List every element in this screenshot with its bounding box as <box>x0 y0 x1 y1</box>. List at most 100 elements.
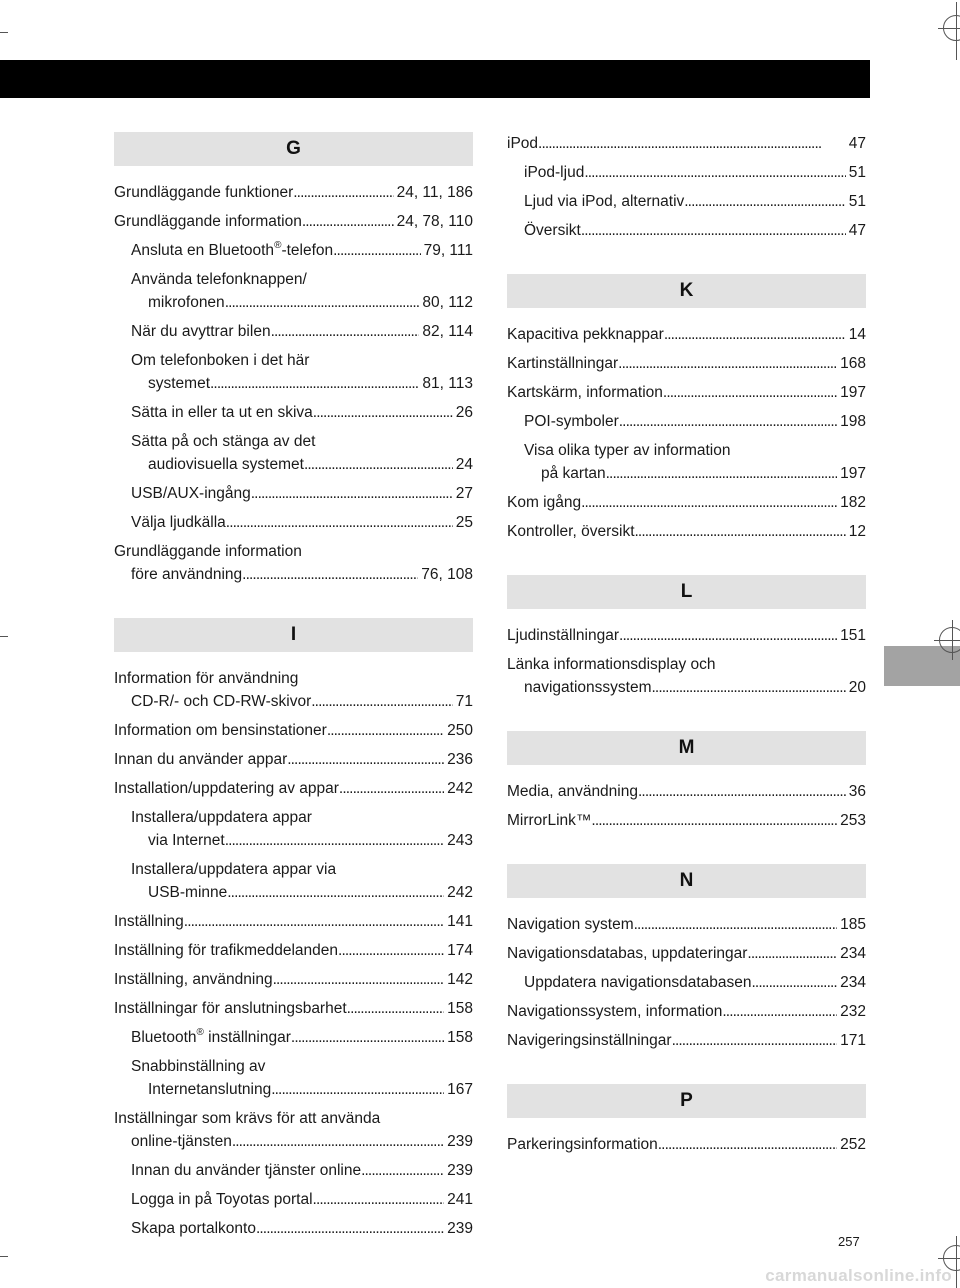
index-entry: Kapacitiva pekknappar14 <box>507 323 866 346</box>
dot-leader <box>339 777 444 800</box>
index-subentry: Logga in på Toyotas portal241 <box>131 1188 473 1211</box>
index-subentry: Uppdatera navigationsdatabasen234 <box>524 971 866 994</box>
entry-text: via Internet <box>148 829 225 852</box>
index-subentry: Sätta in eller ta ut en skiva26 <box>131 401 473 424</box>
index-subentry: Översikt47 <box>524 219 866 242</box>
entry-text: före användning <box>131 563 242 586</box>
dot-leader <box>304 453 453 476</box>
page-reference: 239 <box>447 1162 473 1179</box>
index-entry: Inställningar för anslutningsbarhet158 <box>114 997 473 1020</box>
entry-text: Översikt <box>524 219 581 242</box>
entry-text-part: audiovisuella systemet <box>148 456 304 473</box>
dot-leader <box>672 1029 838 1052</box>
index-entry: iPod47 <box>507 132 866 155</box>
page-reference: 234 <box>840 945 866 962</box>
index-entry: Ljudinställningar151 <box>507 624 866 647</box>
section-spacer <box>507 838 866 864</box>
dot-leader <box>256 1217 444 1240</box>
page-reference: 47 <box>848 135 866 152</box>
entry-text: Innan du använder tjänster online <box>131 1159 361 1182</box>
index-entry: Inställning för trafikmeddelanden174 <box>114 939 473 962</box>
index-entry: Grundläggande funktioner24, 11, 186 <box>114 181 473 204</box>
entry-line: Kontroller, översikt 12 <box>507 520 866 543</box>
dot-leader <box>311 690 452 713</box>
entry-line: Översikt47 <box>524 219 866 242</box>
entry-text: Kontroller, översikt <box>507 520 635 543</box>
dot-leader <box>242 563 418 586</box>
entry-line: Kom igång182 <box>507 491 866 514</box>
dot-leader <box>313 401 453 424</box>
entry-text: När du avyttrar bilen <box>131 320 271 343</box>
entry-line: Information om bensinstationer250 <box>114 719 473 742</box>
entry-text: Kom igång <box>507 491 581 514</box>
entry-line: Ansluta en Bluetooth®-telefon79, 111 <box>131 239 473 262</box>
dot-leader <box>722 1000 837 1023</box>
entry-text-part: Kartinställningar <box>507 355 619 372</box>
entry-text-part: Sätta in eller ta ut en skiva <box>131 404 313 421</box>
entry-text: Inställning för trafikmeddelanden <box>114 939 338 962</box>
page-reference: 168 <box>840 355 866 372</box>
index-entry: Navigation system185 <box>507 913 866 936</box>
dot-leader <box>302 210 394 233</box>
page-reference: 197 <box>840 384 866 401</box>
entry-line: POI-symboler198 <box>524 410 866 433</box>
dot-leader <box>581 491 837 514</box>
entry-text-part: Media, användning <box>507 783 638 800</box>
entry-text-line: Installera/uppdatera appar <box>131 809 312 826</box>
page-reference: 80, 112 <box>422 294 473 311</box>
entry-text: iPod-ljud <box>524 161 584 184</box>
dot-leader <box>634 913 837 936</box>
entry-line: När du avyttrar bilen 82, 114 <box>131 320 473 343</box>
entry-line: Inställning, användning142 <box>114 968 473 991</box>
dot-leader <box>664 323 846 346</box>
entry-text: mikrofonen <box>148 291 225 314</box>
dot-leader <box>313 1188 445 1211</box>
entry-text-part: Inställning, användning <box>114 971 273 988</box>
page-reference: 81, 113 <box>422 375 473 392</box>
index-letter-header: M <box>507 731 866 765</box>
entry-text-line: Information för användning <box>114 670 299 687</box>
entry-text: online-tjänsten <box>131 1130 232 1153</box>
dot-leader <box>251 482 453 505</box>
entry-text-part: Uppdatera navigationsdatabasen <box>524 974 752 991</box>
page-reference: 14 <box>848 326 866 343</box>
index-entry: Media, användning36 <box>507 780 866 803</box>
dot-leader <box>293 181 393 204</box>
entry-text-part: Information om bensinstationer <box>114 722 327 739</box>
entry-line: iPod-ljud51 <box>524 161 866 184</box>
entry-text: Ansluta en Bluetooth®-telefon <box>131 239 333 262</box>
entry-text-part: När du avyttrar bilen <box>131 323 271 340</box>
entry-text-line: Installera/uppdatera appar via <box>131 861 337 878</box>
index-subentry: Skapa portalkonto239 <box>131 1217 473 1240</box>
entry-text: Kartinställningar <box>507 352 618 375</box>
entry-line: via Internet243 <box>131 829 473 852</box>
page-reference: 82, 114 <box>422 323 473 340</box>
entry-line: Kapacitiva pekknappar14 <box>507 323 866 346</box>
entry-text-part: Installation/uppdatering av appar <box>114 780 339 797</box>
entry-line: Inställning141 <box>114 910 473 933</box>
entry-line: navigationssystem20 <box>507 676 866 699</box>
crop-mark-bottom-left <box>0 1256 8 1257</box>
index-entry: Navigationssystem, information232 <box>507 1000 866 1023</box>
dot-leader <box>271 320 420 343</box>
entry-text: Navigationssystem, information <box>507 1000 722 1023</box>
entry-text-part: CD-R/- och CD-RW-skivor <box>131 693 312 710</box>
entry-text: Installation/uppdatering av appar <box>114 777 339 800</box>
entry-line: Grundläggande funktioner24, 11, 186 <box>114 181 473 204</box>
entry-text: Navigationsdatabas, uppdateringar <box>507 942 747 965</box>
entry-text: POI-symboler <box>524 410 619 433</box>
entry-text-part: Parkeringsinformation <box>507 1136 658 1153</box>
entry-text: på kartan <box>541 462 606 485</box>
index-entry: Innan du använder appar236 <box>114 748 473 771</box>
index-entry: Information om bensinstationer250 <box>114 719 473 742</box>
dot-leader <box>752 971 838 994</box>
dot-leader <box>581 219 846 242</box>
entry-text-part: Inställningar för anslutningsbarhet <box>114 1000 347 1017</box>
entry-line: audiovisuella systemet24 <box>131 453 473 476</box>
entry-text: Navigeringsinställningar <box>507 1029 672 1052</box>
page-reference: 12 <box>848 523 866 540</box>
dot-leader <box>635 520 846 543</box>
